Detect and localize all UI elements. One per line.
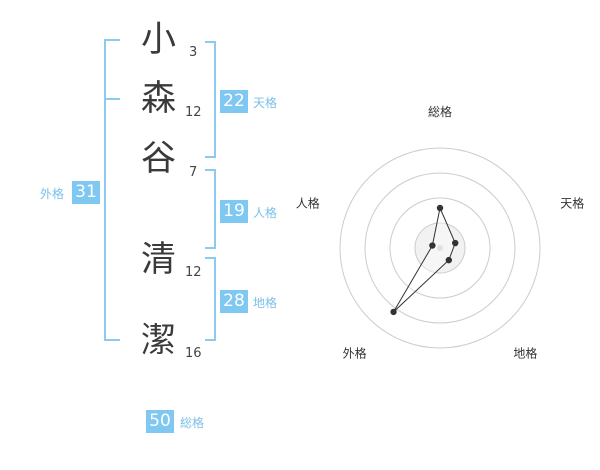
- jinkaku-bracket: [205, 169, 216, 249]
- stroke-count-3: 7: [189, 165, 198, 180]
- radar-axis-label-4: 外格: [343, 345, 367, 360]
- jinkaku-value: 19: [220, 200, 248, 223]
- radar-point-1: [436, 204, 444, 212]
- stroke-count-2: 12: [185, 105, 202, 120]
- name-char-4: 清: [141, 240, 177, 280]
- chikaku-value: 28: [220, 290, 248, 313]
- gaikaku-bracket: [104, 39, 120, 341]
- chikaku-label: 地格: [253, 296, 278, 310]
- jinkaku-label: 人格: [253, 206, 278, 220]
- tenkaku-value: 22: [220, 90, 248, 113]
- stroke-count-4: 12: [185, 265, 202, 280]
- soukaku-value: 50: [146, 410, 174, 433]
- radar-axis-label-2: 天格: [560, 196, 584, 211]
- radar-data-polygon: [393, 206, 456, 313]
- tenkaku-label: 天格: [253, 96, 278, 110]
- name-char-5: 潔: [141, 321, 177, 361]
- gaikaku-value: 31: [72, 181, 100, 204]
- radar-point-2: [452, 239, 459, 247]
- radar-center: [437, 245, 443, 251]
- soukaku-label: 総格: [180, 416, 205, 430]
- radar-axis-label-1: 総格: [428, 104, 452, 119]
- name-char-2: 森: [141, 79, 177, 119]
- radar-point-4: [390, 308, 397, 316]
- radar-point-3: [445, 256, 453, 264]
- radar-axis-label-3: 地格: [513, 345, 537, 360]
- name-char-3: 谷: [141, 139, 177, 179]
- stroke-count-5: 16: [185, 346, 202, 361]
- stroke-count-1: 3: [189, 45, 198, 60]
- radar-point-5: [429, 242, 436, 249]
- name-char-1: 小: [141, 20, 177, 60]
- gaikaku-label: 外格: [40, 187, 65, 201]
- radar-axis-label-5: 人格: [296, 196, 320, 211]
- tenkaku-bracket: [205, 41, 216, 158]
- chikaku-bracket: [205, 257, 216, 341]
